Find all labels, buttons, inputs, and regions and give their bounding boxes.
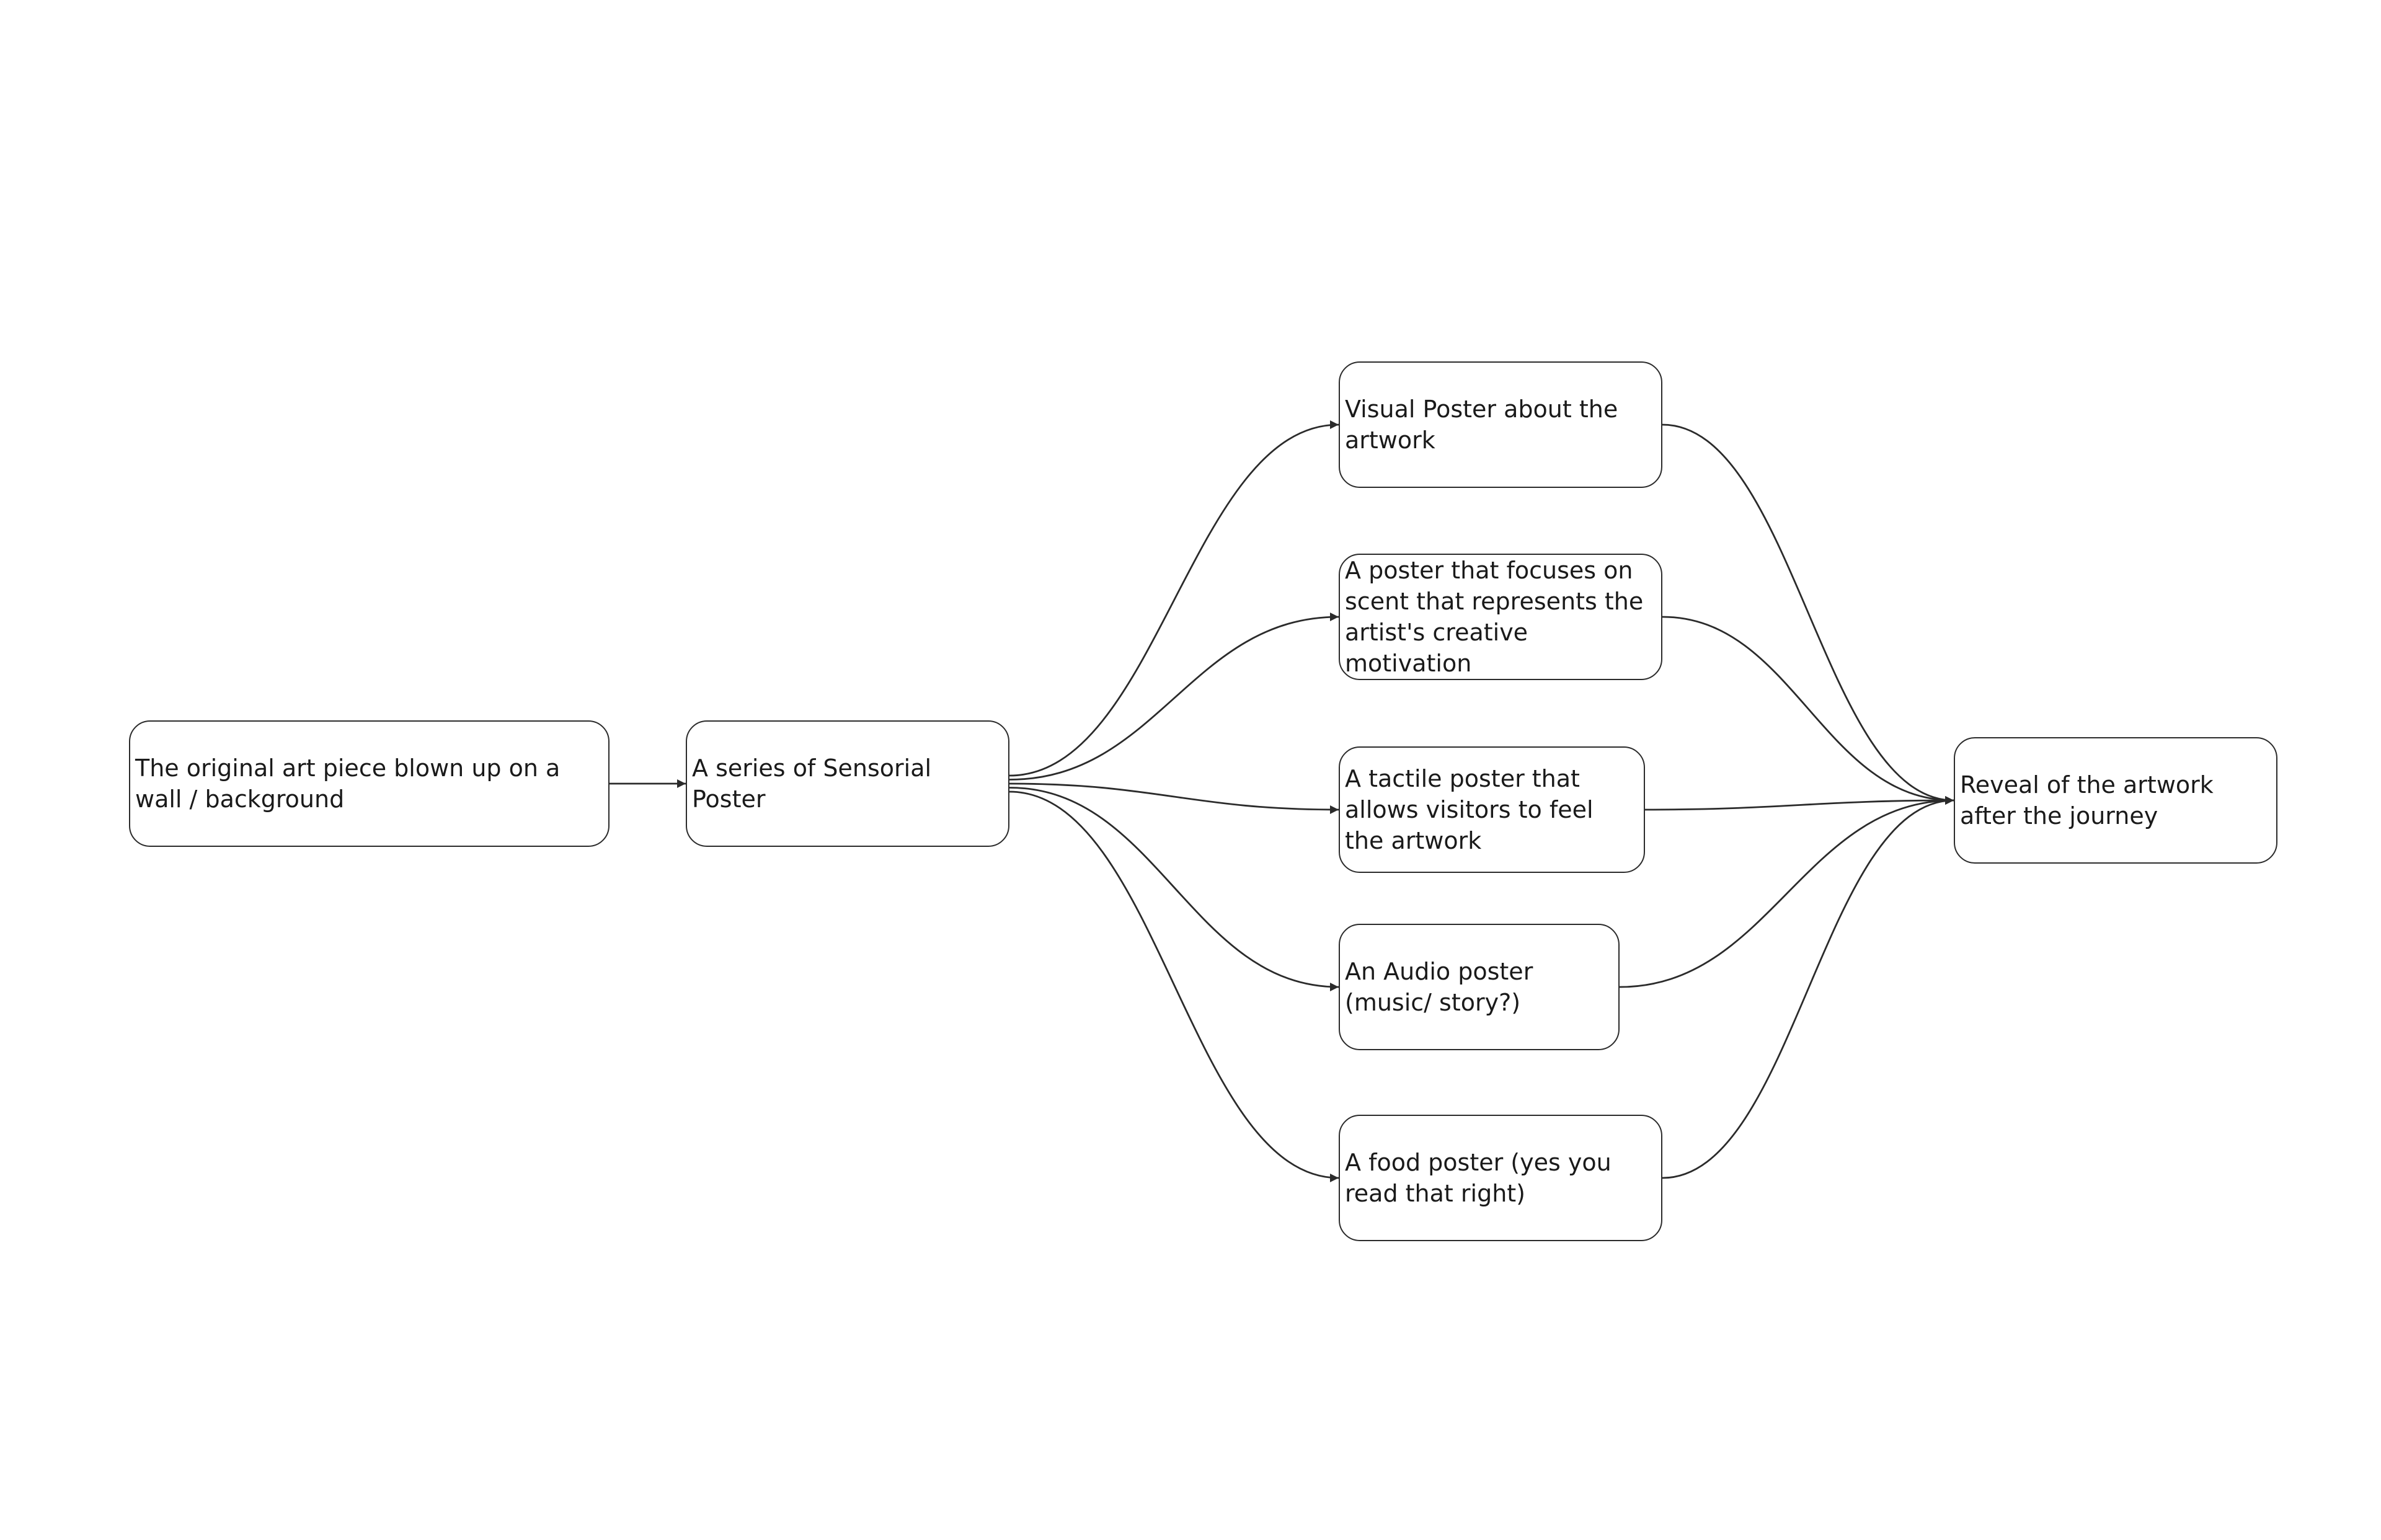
edge-food-to-reveal (1662, 796, 1954, 1179)
edge-visual-to-reveal (1662, 423, 1954, 805)
node-original-art[interactable]: The original art piece blown up on a wal… (129, 720, 610, 847)
node-reveal-artwork[interactable]: Reveal of the artwork after the journey (1954, 737, 2277, 864)
edge-series-to-audio (1009, 787, 1339, 991)
node-audio-poster-label: An Audio poster (music/ story?) (1345, 958, 1533, 1016)
node-scent-poster-label: A poster that focuses on scent that repr… (1345, 557, 1644, 677)
node-food-poster[interactable]: A food poster (yes you read that right) (1339, 1115, 1662, 1241)
node-visual-poster-label: Visual Poster about the artwork (1345, 396, 1618, 454)
node-audio-poster[interactable]: An Audio poster (music/ story?) (1339, 924, 1620, 1050)
node-tactile-poster[interactable]: A tactile poster that allows visitors to… (1339, 746, 1645, 873)
edge-scent-to-reveal (1662, 616, 1954, 805)
node-food-poster-label: A food poster (yes you read that right) (1345, 1149, 1612, 1207)
edge-series-to-visual (1009, 420, 1339, 777)
node-visual-poster[interactable]: Visual Poster about the artwork (1339, 361, 1662, 488)
node-sensorial-series[interactable]: A series of Sensorial Poster (686, 720, 1009, 847)
node-original-art-label: The original art piece blown up on a wal… (135, 755, 561, 813)
edge-audio-to-reveal (1619, 796, 1954, 988)
node-sensorial-series-label: A series of Sensorial Poster (692, 755, 932, 813)
node-reveal-artwork-label: Reveal of the artwork after the journey (1960, 771, 2214, 830)
edge-series-to-scent (1009, 613, 1339, 781)
edge-tactile-to-reveal (1644, 796, 1954, 811)
edge-series-to-tactile (1009, 782, 1339, 814)
connector-layer (609, 420, 1954, 1182)
node-tactile-poster-label: A tactile poster that allows visitors to… (1345, 765, 1594, 854)
edge-series-to-food (1009, 790, 1339, 1182)
node-scent-poster[interactable]: A poster that focuses on scent that repr… (1339, 554, 1662, 680)
